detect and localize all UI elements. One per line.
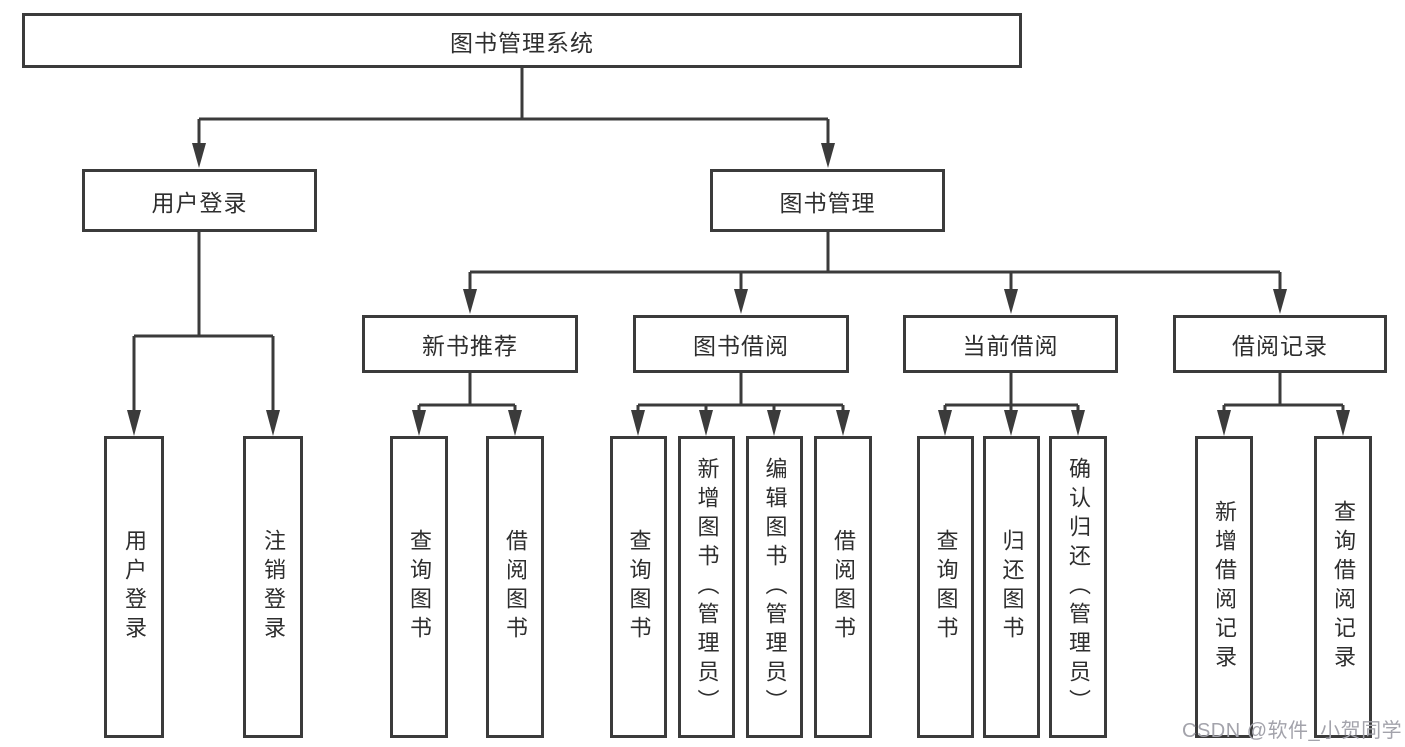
leaf-record-query-borrow-record: 查询借阅记录 — [1314, 436, 1372, 738]
leaf-record-add-borrow-record: 新增借阅记录 — [1195, 436, 1253, 738]
node-user-login: 用户登录 — [82, 169, 317, 232]
node-borrow-record: 借阅记录 — [1173, 315, 1387, 373]
leaf-current-query-books-label: 查询图书 — [933, 529, 959, 645]
leaf-borrow-edit-books-admin-label: 编辑图书（管理员） — [762, 456, 788, 718]
node-book-management: 图书管理 — [710, 169, 945, 232]
leaf-borrow-borrow-books: 借阅图书 — [814, 436, 872, 738]
leaf-recommend-query-books-label: 查询图书 — [407, 529, 432, 645]
leaf-recommend-query-books: 查询图书 — [390, 436, 448, 738]
leaf-record-add-borrow-record-label: 新增借阅记录 — [1212, 500, 1237, 674]
leaf-borrow-edit-books-admin: 编辑图书（管理员） — [746, 436, 803, 738]
leaf-borrow-query-books: 查询图书 — [610, 436, 667, 738]
leaf-borrow-add-books-admin-label: 新增图书（管理员） — [694, 456, 720, 718]
leaf-user-login: 用户登录 — [104, 436, 164, 738]
leaf-logout-label: 注销登录 — [261, 529, 286, 645]
node-current-borrow: 当前借阅 — [903, 315, 1118, 373]
node-root-system: 图书管理系统 — [22, 13, 1022, 68]
node-new-book-recommend: 新书推荐 — [362, 315, 578, 373]
leaf-current-return-books: 归还图书 — [983, 436, 1040, 738]
leaf-borrow-borrow-books-label: 借阅图书 — [831, 529, 856, 645]
leaf-recommend-borrow-books: 借阅图书 — [486, 436, 544, 738]
leaf-record-query-borrow-record-label: 查询借阅记录 — [1331, 500, 1356, 674]
leaf-current-query-books: 查询图书 — [917, 436, 974, 738]
leaf-user-login-label: 用户登录 — [122, 529, 147, 645]
leaf-current-return-books-label: 归还图书 — [999, 529, 1025, 645]
node-book-borrow: 图书借阅 — [633, 315, 849, 373]
leaf-current-confirm-return-admin: 确认归还（管理员） — [1049, 436, 1107, 738]
leaf-recommend-borrow-books-label: 借阅图书 — [503, 529, 528, 645]
leaf-logout: 注销登录 — [243, 436, 303, 738]
leaf-borrow-query-books-label: 查询图书 — [626, 529, 652, 645]
csdn-watermark: CSDN @软件_小贺同学 — [1182, 720, 1403, 742]
leaf-current-confirm-return-admin-label: 确认归还（管理员） — [1066, 456, 1091, 718]
leaf-borrow-add-books-admin: 新增图书（管理员） — [678, 436, 735, 738]
